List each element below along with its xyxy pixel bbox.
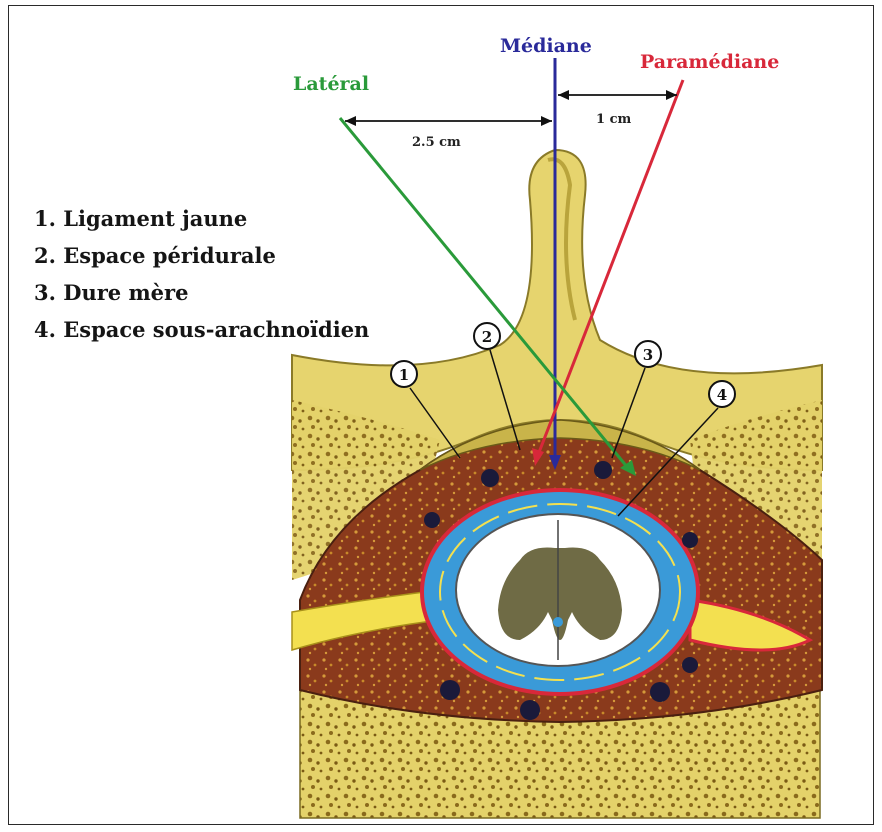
central-canal (553, 617, 563, 627)
lateral-label: Latéral (293, 73, 369, 95)
measure-2-5cm (345, 116, 552, 126)
svg-text:1: 1 (399, 366, 409, 384)
paramedian-distance-label: 1 cm (596, 112, 631, 127)
legend-list: 1. Ligament jaune 2. Espace péridurale 3… (34, 200, 369, 348)
svg-text:4: 4 (717, 386, 727, 404)
legend-item-2: 2. Espace péridurale (34, 237, 369, 274)
svg-text:2: 2 (482, 328, 492, 346)
paramedian-label: Paramédiane (640, 51, 779, 73)
legend-item-1: 1. Ligament jaune (34, 200, 369, 237)
legend-item-3: 3. Dure mère (34, 274, 369, 311)
legend-item-4: 4. Espace sous-arachnoïdien (34, 311, 369, 348)
median-label: Médiane (500, 35, 592, 57)
svg-text:3: 3 (643, 346, 653, 364)
lateral-distance-label: 2.5 cm (412, 135, 461, 150)
measure-1cm (558, 90, 677, 100)
